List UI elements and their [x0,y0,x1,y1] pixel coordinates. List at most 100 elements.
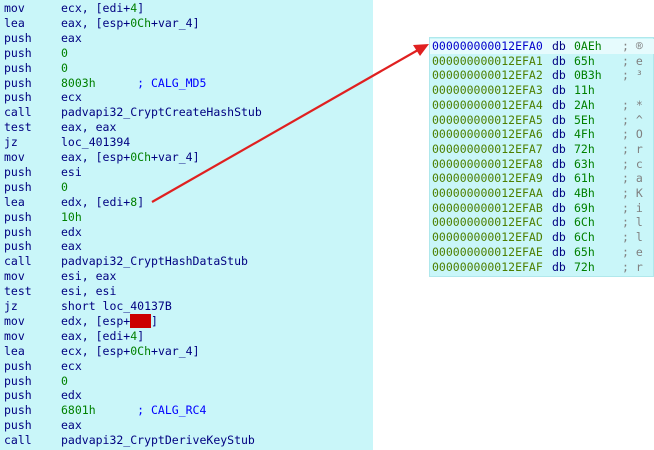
memory-directive: db [552,230,566,245]
asm-operands: edx, [esp+0Ch] [61,313,158,329]
asm-operands: ecx, [edi+4] [61,1,144,16]
asm-mnemonic: push [4,90,32,105]
memory-value: 4Bh [574,186,595,200]
asm-line[interactable]: mov esi, eax [0,269,373,284]
asm-operands: 6801h ; CALG_RC4 [61,403,206,418]
asm-line[interactable]: push 0 [0,374,373,389]
asm-mnemonic: call [4,433,32,448]
asm-mnemonic: push [4,179,32,194]
asm-operand-token: ecx [61,358,82,373]
asm-operands: eax [61,418,82,433]
asm-operands: eax, [esp+0Ch+var_4] [61,150,200,165]
asm-operand-token: eax [61,418,82,433]
asm-mnemonic: lea [4,194,25,209]
memory-value: 61h [574,171,595,186]
asm-operands: eax [61,239,82,254]
asm-line[interactable]: call padvapi32_CryptDeriveKeyStub [0,433,373,448]
memory-address: 000000000012EFA4 [432,97,543,112]
asm-operand-token: esi, eax [61,269,117,284]
memory-char-comment: ; e [622,244,643,259]
asm-operands: short loc_40137B [61,299,172,314]
memory-value: 0B3h [574,68,602,83]
asm-operands: padvapi32_CryptDeriveKeyStub [61,433,255,448]
memory-value: 69h [574,200,595,215]
asm-line[interactable]: mov edx, [esp+0Ch] [0,313,373,329]
asm-line[interactable]: lea ecx, [esp+0Ch+var_4] [0,344,373,359]
asm-operand-token: padvapi32_CryptDeriveKeyStub [61,433,255,448]
asm-operand-token: esi [61,164,82,179]
asm-mnemonic: push [4,30,32,45]
asm-operand-token: 8003h [61,75,96,90]
asm-mnemonic: mov [4,269,25,284]
asm-operands: edx, [edi+8] [61,195,144,210]
memory-value: 4Fh [574,127,595,142]
asm-line[interactable]: push ecx [0,90,373,105]
asm-operand-token: eax, [esp+ [61,15,131,30]
memory-char-comment: ; r [622,259,643,274]
asm-operands: ecx, [esp+0Ch+var_4] [61,344,200,359]
asm-operands: 0 [61,374,68,389]
asm-line[interactable]: push esi [0,165,373,180]
memory-value: 5Eh [574,112,595,127]
asm-mnemonic: mov [4,313,25,328]
asm-operands: padvapi32_CryptCreateHashStub [61,105,262,120]
asm-mnemonic: push [4,164,32,179]
asm-operand-token: esi, esi [61,284,117,299]
asm-line[interactable]: lea edx, [edi+8] [0,195,373,210]
asm-mnemonic: call [4,254,32,269]
memory-char-comment: ; O [622,127,643,142]
memory-directive: db [552,83,566,98]
asm-mnemonic: lea [4,343,25,358]
asm-mnemonic: push [4,373,32,388]
asm-operand-token: 6801h [61,403,96,418]
asm-mnemonic: push [4,45,32,60]
memory-directive: db [552,186,566,200]
memory-char-comment: ; e [622,53,643,68]
asm-operand-token: edx [61,388,82,403]
asm-operands: eax, [edi+4] [61,329,144,344]
asm-operands: ecx [61,90,82,105]
asm-operand-token: +var_4] [151,343,200,358]
asm-operand-token: edx, [esp+ [61,313,131,328]
memory-char-comment: ; ³ [622,68,643,83]
